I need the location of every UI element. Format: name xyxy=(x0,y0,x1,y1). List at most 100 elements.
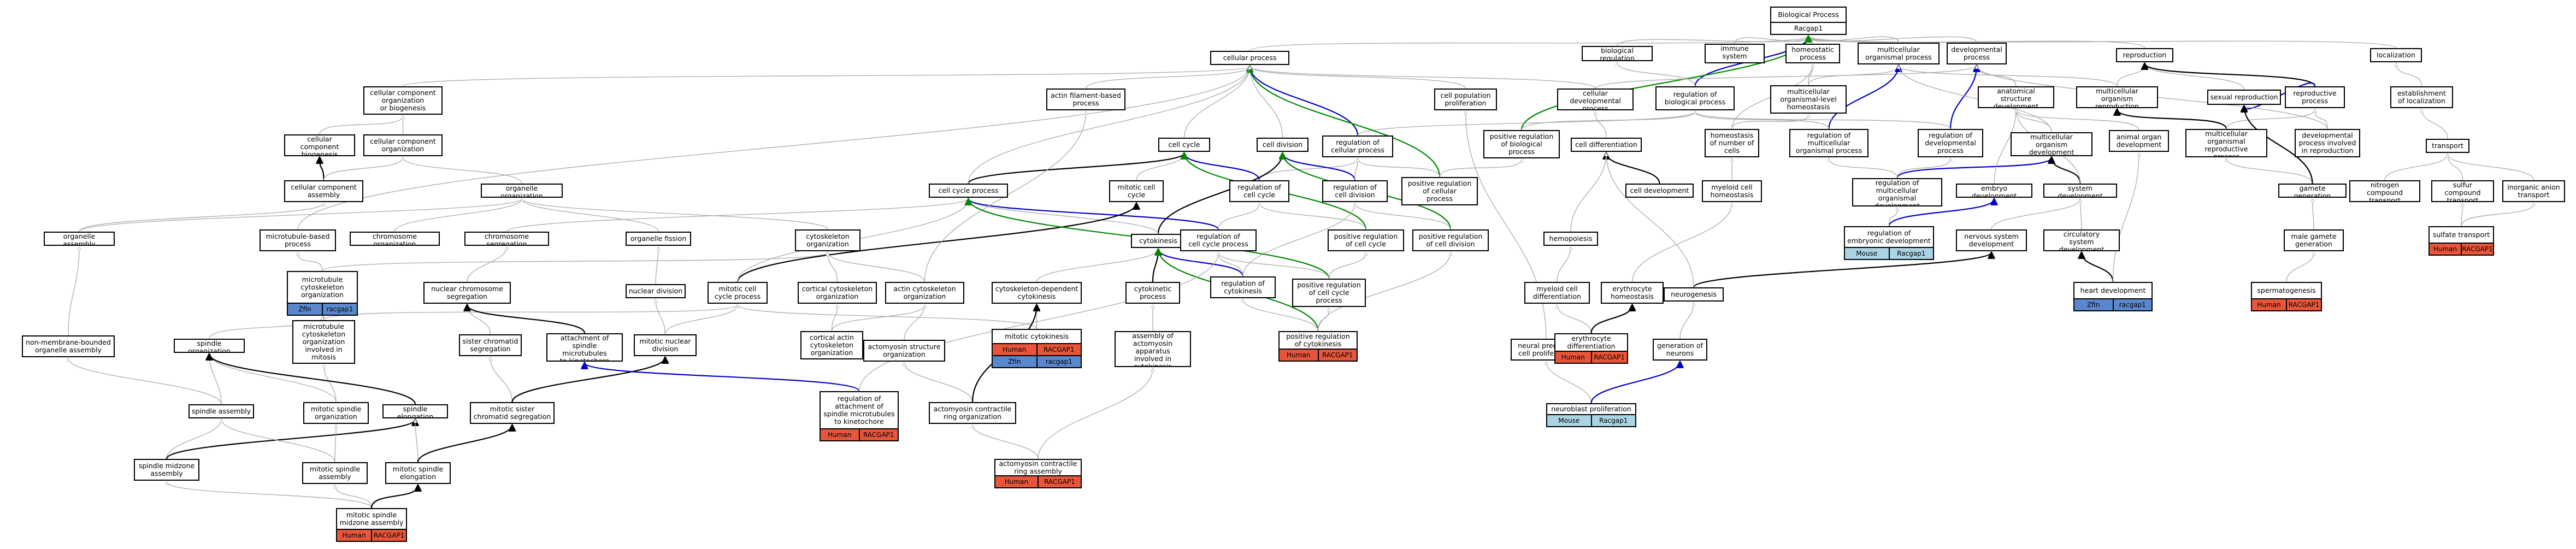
go-term-nuclear-chromosome-segregation[interactable]: nuclear chromosome segregation xyxy=(423,282,511,304)
go-term-gamete-generation[interactable]: gamete generation xyxy=(2278,184,2347,198)
go-term-spindle-organization[interactable]: spindle organization xyxy=(174,339,245,353)
go-term-spindle-assembly[interactable]: spindle assembly xyxy=(188,404,254,418)
go-term-positive-regulation-of-cell-cycle-process[interactable]: positive regulation of cell cycle proces… xyxy=(1292,279,1366,307)
go-term-cellular-component-organization-or-biogenesis[interactable]: cellular component organization or bioge… xyxy=(363,86,443,115)
go-term-regulation-of-cell-cycle[interactable]: regulation of cell cycle xyxy=(1229,180,1289,202)
go-term-cell-division[interactable]: cell division xyxy=(1257,138,1308,152)
go-term-cell-cycle-process[interactable]: cell cycle process xyxy=(929,184,1008,198)
go-term-developmental-process[interactable]: developmental process xyxy=(1947,43,2007,64)
go-term-hemopoiesis[interactable]: hemopoiesis xyxy=(1543,232,1598,246)
go-term-positive-regulation-of-cell-division[interactable]: positive regulation of cell division xyxy=(1412,229,1489,251)
go-term-cytoskeleton-dependent-cytokinesis[interactable]: cytoskeleton-dependent cytokinesis xyxy=(992,282,1082,304)
go-term-localization[interactable]: localization xyxy=(2370,48,2422,62)
go-term-cytokinesis[interactable]: cytokinesis xyxy=(1131,234,1186,248)
go-term-homeostasis-of-number-of-cells[interactable]: homeostasis of number of cells xyxy=(1705,129,1759,157)
go-term-multicellular-organism-development[interactable]: multicellular organism development xyxy=(2011,132,2092,156)
go-term-biological-regulation[interactable]: biological regulation xyxy=(1582,46,1653,61)
go-term-positive-regulation-of-biological-process[interactable]: positive regulation of biological proces… xyxy=(1483,130,1560,158)
go-term-attachment-of-spindle-microtubules-to-kinetochore[interactable]: attachment of spindle microtubules to ki… xyxy=(546,333,623,362)
go-term-organelle-fission[interactable]: organelle fission xyxy=(626,232,691,246)
go-term-system-development[interactable]: system development xyxy=(2043,184,2117,198)
go-term-multicellular-organismal-process[interactable]: multicellular organismal process xyxy=(1858,43,1940,64)
go-term-sexual-reproduction[interactable]: sexual reproduction xyxy=(2207,90,2281,105)
go-term-cellular-developmental-process[interactable]: cellular developmental process xyxy=(1557,88,1634,110)
go-term-spindle-midzone-assembly[interactable]: spindle midzone assembly xyxy=(134,459,199,481)
go-term-mitotic-cell-cycle[interactable]: mitotic cell cycle xyxy=(1109,180,1164,202)
go-term-actomyosin-structure-organization[interactable]: actomyosin structure organization xyxy=(863,340,945,362)
go-term-positive-regulation-of-cell-cycle[interactable]: positive regulation of cell cycle xyxy=(1328,229,1404,251)
go-term-transport[interactable]: transport xyxy=(2426,139,2469,153)
go-term-developmental-process-involved-in-reproduction[interactable]: developmental process involved in reprod… xyxy=(2295,129,2360,157)
go-term-regulation-of-cellular-process[interactable]: regulation of cellular process xyxy=(1322,135,1393,157)
go-term-cell-differentiation[interactable]: cell differentiation xyxy=(1571,138,1642,152)
go-term-erythrocyte-homeostasis[interactable]: erythrocyte homeostasis xyxy=(1601,282,1664,304)
go-term-actin-filament-based-process[interactable]: actin filament-based process xyxy=(1046,88,1125,110)
go-term-establishment-of-localization[interactable]: establishment of localization xyxy=(2390,86,2453,108)
go-term-animal-organ-development[interactable]: animal organ development xyxy=(2109,130,2169,152)
go-term-actin-cytoskeleton-organization[interactable]: actin cytoskeleton organization xyxy=(885,282,964,304)
go-term-generation-of-neurons[interactable]: generation of neurons xyxy=(1653,339,1707,361)
go-term-cytoskeleton-organization[interactable]: cytoskeleton organization xyxy=(795,229,860,251)
go-term-regulation-of-multicellular-organismal-process[interactable]: regulation of multicellular organismal p… xyxy=(1789,129,1868,157)
go-term-multicellular-organismal-level-homeostasis[interactable]: multicellular organismal-level homeostas… xyxy=(1770,85,1847,114)
go-term-nitrogen-compound-transport[interactable]: nitrogen compound transport xyxy=(2349,180,2420,202)
go-term-reproductive-process[interactable]: reproductive process xyxy=(2285,86,2345,108)
go-term-regulation-of-cell-cycle-process[interactable]: regulation of cell cycle process xyxy=(1180,229,1257,251)
go-term-neurogenesis[interactable]: neurogenesis xyxy=(1664,287,1724,302)
go-term-chromosome-organization[interactable]: chromosome organization xyxy=(350,232,440,246)
go-term-regulation-of-cell-division[interactable]: regulation of cell division xyxy=(1322,180,1388,202)
go-term-male-gamete-generation[interactable]: male gamete generation xyxy=(2284,229,2344,251)
go-term-cell-population-proliferation[interactable]: cell population proliferation xyxy=(1434,88,1497,110)
go-term-mitotic-cell-cycle-process[interactable]: mitotic cell cycle process xyxy=(708,282,768,304)
go-term-embryo-development[interactable]: embryo development xyxy=(1956,184,2032,198)
go-term-nuclear-division[interactable]: nuclear division xyxy=(626,284,686,298)
go-term-multicellular-organism-reproduction[interactable]: multicellular organism reproduction xyxy=(2076,86,2158,108)
go-term-nervous-system-development[interactable]: nervous system development xyxy=(1956,229,2027,251)
go-term-sulfur-compound-transport[interactable]: sulfur compound transport xyxy=(2431,180,2494,202)
go-term-organelle-organization[interactable]: organelle organization xyxy=(481,184,563,198)
go-term-immune-system-process[interactable]: immune system process xyxy=(1705,44,1765,63)
go-term-regulation-of-developmental-process[interactable]: regulation of developmental process xyxy=(1918,129,1983,157)
go-term-inorganic-anion-transport[interactable]: inorganic anion transport xyxy=(2502,180,2565,202)
go-term-cellular-component-organization[interactable]: cellular component organization xyxy=(363,134,443,156)
go-term-circulatory-system-development[interactable]: circulatory system development xyxy=(2043,229,2120,251)
go-term-mitotic-nuclear-division[interactable]: mitotic nuclear division xyxy=(634,334,697,356)
go-term-reproduction[interactable]: reproduction xyxy=(2116,48,2173,62)
go-term-mitotic-spindle-organization[interactable]: mitotic spindle organization xyxy=(303,402,369,424)
go-term-myeloid-cell-differentiation[interactable]: myeloid cell differentiation xyxy=(1524,282,1590,304)
go-term-organelle-assembly[interactable]: organelle assembly xyxy=(44,232,115,246)
go-term-multicellular-organismal-reproductive-process[interactable]: multicellular organismal reproductive pr… xyxy=(2185,129,2267,157)
go-term-mitotic-spindle-elongation[interactable]: mitotic spindle elongation xyxy=(385,462,451,484)
go-term-mitotic-spindle-assembly[interactable]: mitotic spindle assembly xyxy=(302,462,368,484)
go-term-regulation-of-biological-process[interactable]: regulation of biological process xyxy=(1655,86,1735,110)
go-term-cellular-component-assembly[interactable]: cellular component assembly xyxy=(284,180,363,202)
go-term-microtubule-cytoskeleton-organization-involved-in-mitosis[interactable]: microtubule cytoskeleton organization in… xyxy=(292,320,355,364)
go-term-microtubule-based-process[interactable]: microtubule-based process xyxy=(260,229,336,251)
go-term-sister-chromatid-segregation[interactable]: sister chromatid segregation xyxy=(459,334,522,356)
go-term-cortical-cytoskeleton-organization[interactable]: cortical cytoskeleton organization xyxy=(798,282,877,304)
go-term-spindle-elongation[interactable]: spindle elongation xyxy=(382,404,448,418)
go-term-actomyosin-contractile-ring-organization[interactable]: actomyosin contractile ring organization xyxy=(929,402,1016,424)
go-term-anatomical-structure-development[interactable]: anatomical structure development xyxy=(1978,86,2054,108)
go-term-cell-development[interactable]: cell development xyxy=(1625,184,1694,198)
go-term-cell-cycle[interactable]: cell cycle xyxy=(1158,138,1210,152)
go-term-regulation-of-multicellular-organismal-development[interactable]: regulation of multicellular organismal d… xyxy=(1852,178,1942,206)
go-term-cellular-process[interactable]: cellular process xyxy=(1210,51,1289,65)
go-term-homeostatic-process[interactable]: homeostatic process xyxy=(1785,44,1840,63)
go-term-positive-regulation-of-cellular-process[interactable]: positive regulation of cellular process xyxy=(1401,177,1478,205)
go-term-non-membrane-bounded-organelle-assembly[interactable]: non-membrane-bounded organelle assembly xyxy=(22,335,115,357)
go-term-regulation-of-cytokinesis[interactable]: regulation of cytokinesis xyxy=(1210,276,1276,298)
go-term-chromosome-segregation[interactable]: chromosome segregation xyxy=(464,232,549,246)
